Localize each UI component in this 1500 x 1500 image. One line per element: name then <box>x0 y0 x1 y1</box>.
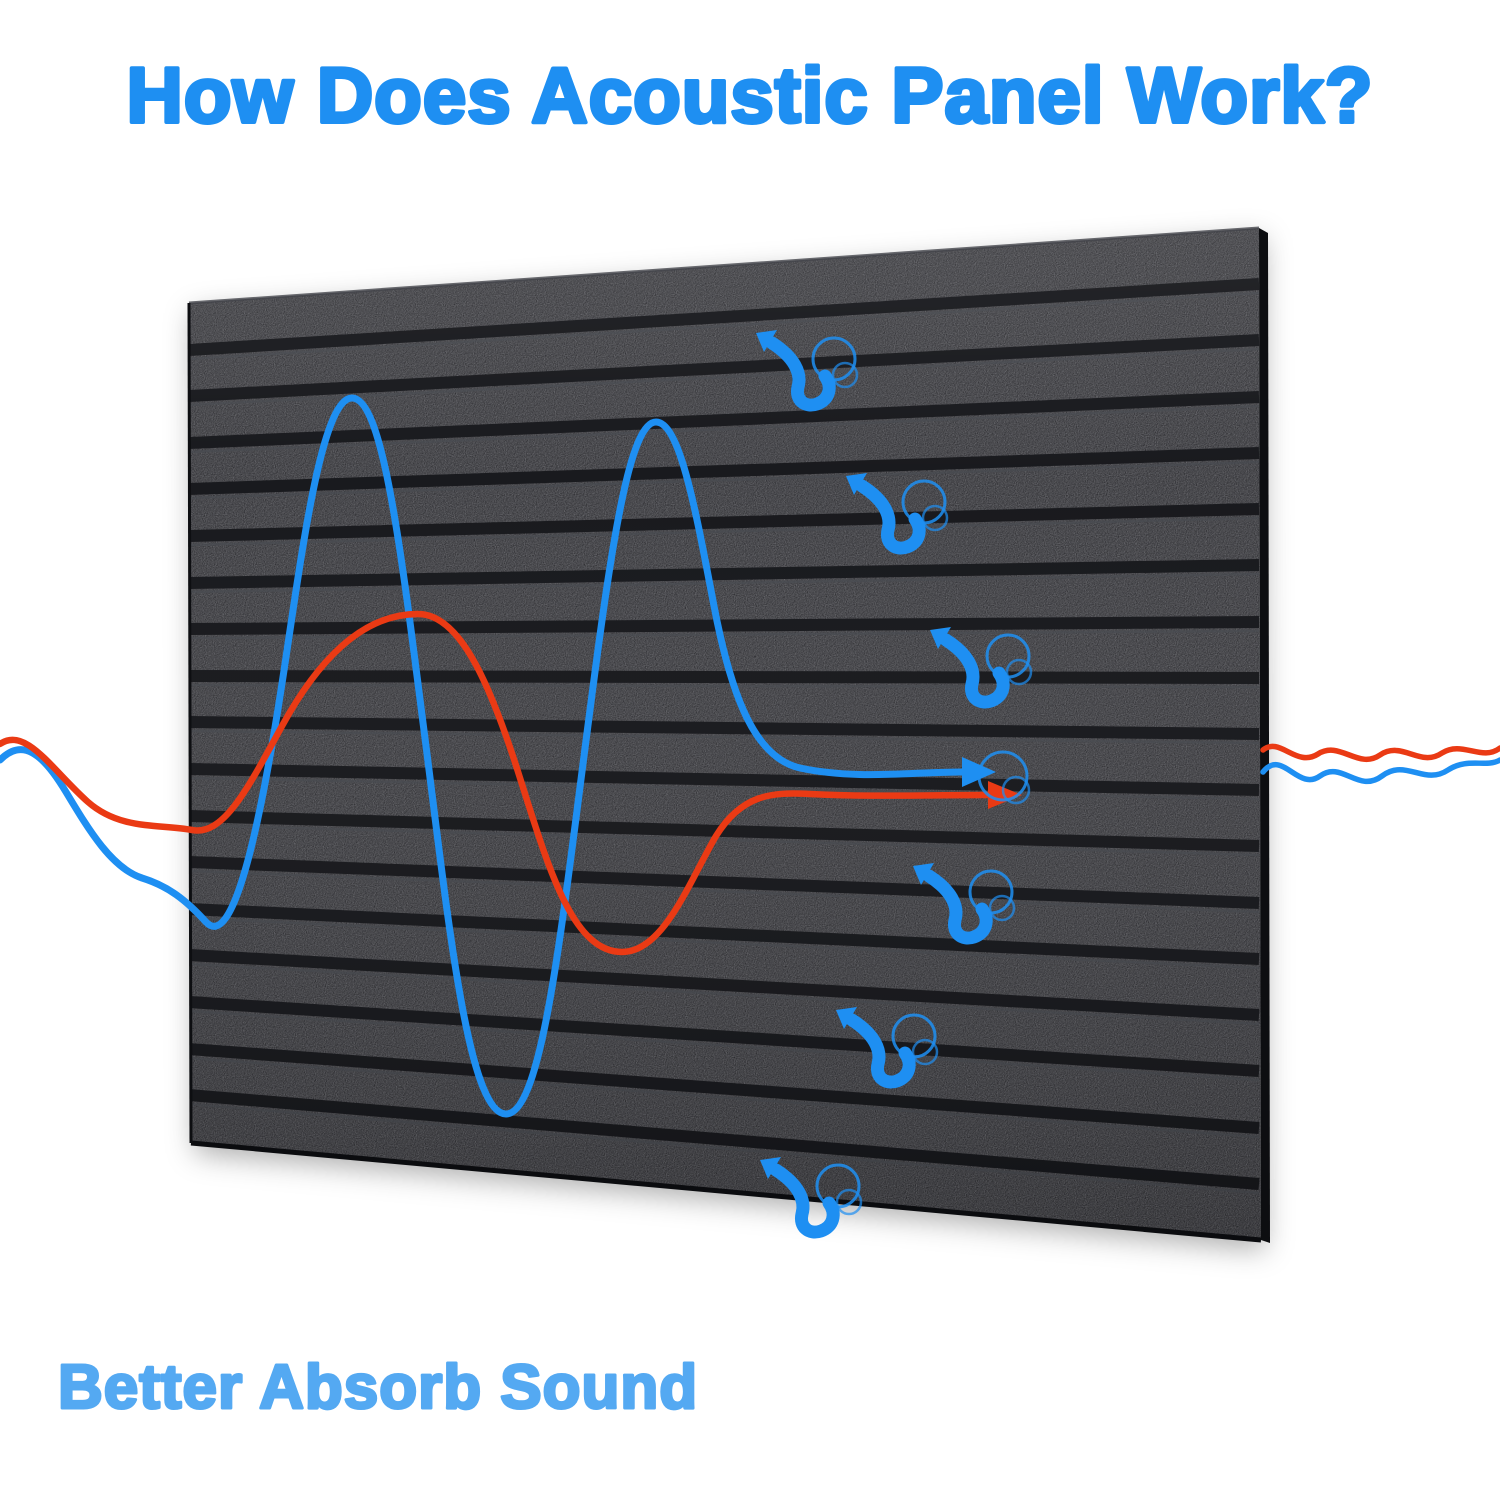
sound-waves <box>0 394 1500 1118</box>
panel-left-edge <box>187 302 193 1144</box>
ripple-circles-icon <box>977 750 1031 805</box>
panel-bottom-edge <box>190 1140 1262 1243</box>
blue-sound-wave <box>0 394 966 1118</box>
caption: Better Absorb Sound <box>58 1353 698 1422</box>
panel-side-edge <box>1259 228 1270 1243</box>
red-exit-wave <box>1260 743 1500 763</box>
page-title: How Does Acoustic Panel Work? <box>127 51 1374 139</box>
acoustic-panel <box>187 226 1270 1243</box>
red-sound-wave <box>0 610 992 956</box>
panel-top-edge <box>188 226 1260 305</box>
blue-exit-wave <box>1260 757 1500 785</box>
panel-lighting <box>189 228 1261 1240</box>
